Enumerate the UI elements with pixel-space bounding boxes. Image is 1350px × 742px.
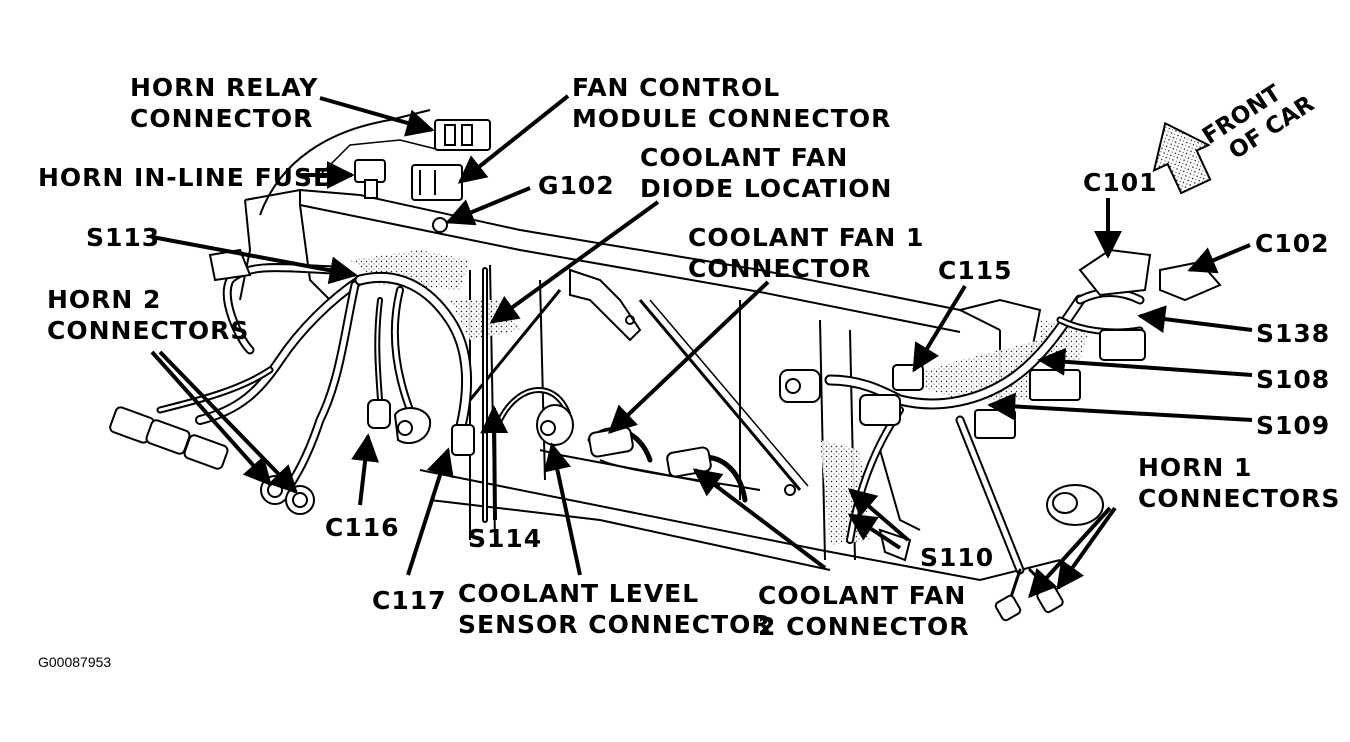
label-coolant-fan-1-connector: COOLANT FAN 1 CONNECTOR bbox=[688, 223, 925, 283]
label-c116: C116 bbox=[325, 513, 400, 542]
label-fan-control-module-connector: FAN CONTROL MODULE CONNECTOR bbox=[572, 73, 892, 133]
wiring-harness bbox=[156, 263, 1145, 602]
arrow-s108 bbox=[1037, 347, 1253, 377]
arrow-coolant-level bbox=[543, 442, 582, 576]
label-coolant-fan-diode-location: COOLANT FAN DIODE LOCATION bbox=[640, 143, 893, 203]
arrow-fan-control bbox=[457, 94, 570, 184]
arrow-s113 bbox=[151, 235, 358, 285]
arrow-s110-b bbox=[847, 513, 902, 550]
arrow-horn2-a bbox=[150, 350, 272, 487]
label-coolant-level-sensor-connector: COOLANT LEVEL SENSOR CONNECTOR bbox=[458, 579, 772, 639]
arrow-s114 bbox=[480, 405, 509, 521]
label-g102: G102 bbox=[538, 171, 615, 200]
label-coolant-fan-2-connector: COOLANT FAN 2 CONNECTOR bbox=[758, 581, 970, 641]
label-s108: S108 bbox=[1256, 365, 1331, 394]
arrow-c117 bbox=[406, 447, 454, 576]
arrow-horn2-b bbox=[158, 350, 298, 495]
arrow-horn1-a bbox=[1028, 506, 1112, 599]
label-horn-relay-connector: HORN RELAY CONNECTOR bbox=[130, 73, 319, 133]
connectors bbox=[109, 119, 1222, 622]
arrow-s110-a bbox=[847, 488, 910, 542]
arrow-s138 bbox=[1137, 305, 1253, 334]
label-c117: C117 bbox=[372, 586, 447, 615]
label-horn-inline-fuse: HORN IN-LINE FUSE bbox=[38, 163, 332, 192]
label-c102: C102 bbox=[1255, 229, 1330, 258]
label-horn-2-connectors: HORN 2 CONNECTORS bbox=[47, 285, 250, 345]
arrow-diode bbox=[489, 200, 660, 324]
arrow-c102 bbox=[1187, 243, 1251, 274]
label-s110: S110 bbox=[920, 543, 995, 572]
label-s138: S138 bbox=[1256, 319, 1331, 348]
label-c115: C115 bbox=[938, 256, 1013, 285]
arrow-horn-relay bbox=[319, 96, 435, 137]
label-s113: S113 bbox=[86, 223, 161, 252]
arrow-horn1-b bbox=[1056, 506, 1117, 591]
label-s114: S114 bbox=[468, 524, 543, 553]
arrow-c116 bbox=[351, 433, 380, 506]
label-horn-1-connectors: HORN 1 CONNECTORS bbox=[1138, 453, 1341, 513]
arrow-s109 bbox=[987, 392, 1253, 422]
arrow-c115 bbox=[912, 284, 967, 373]
front-of-car-arrow bbox=[1152, 121, 1212, 195]
arrow-fan2 bbox=[692, 468, 827, 570]
label-c101: C101 bbox=[1083, 168, 1158, 197]
leader-arrows bbox=[150, 94, 1253, 599]
label-s109: S109 bbox=[1256, 411, 1331, 440]
arrow-g102 bbox=[445, 186, 531, 226]
figure-code: G00087953 bbox=[38, 654, 112, 670]
arrow-fan1 bbox=[607, 280, 770, 434]
